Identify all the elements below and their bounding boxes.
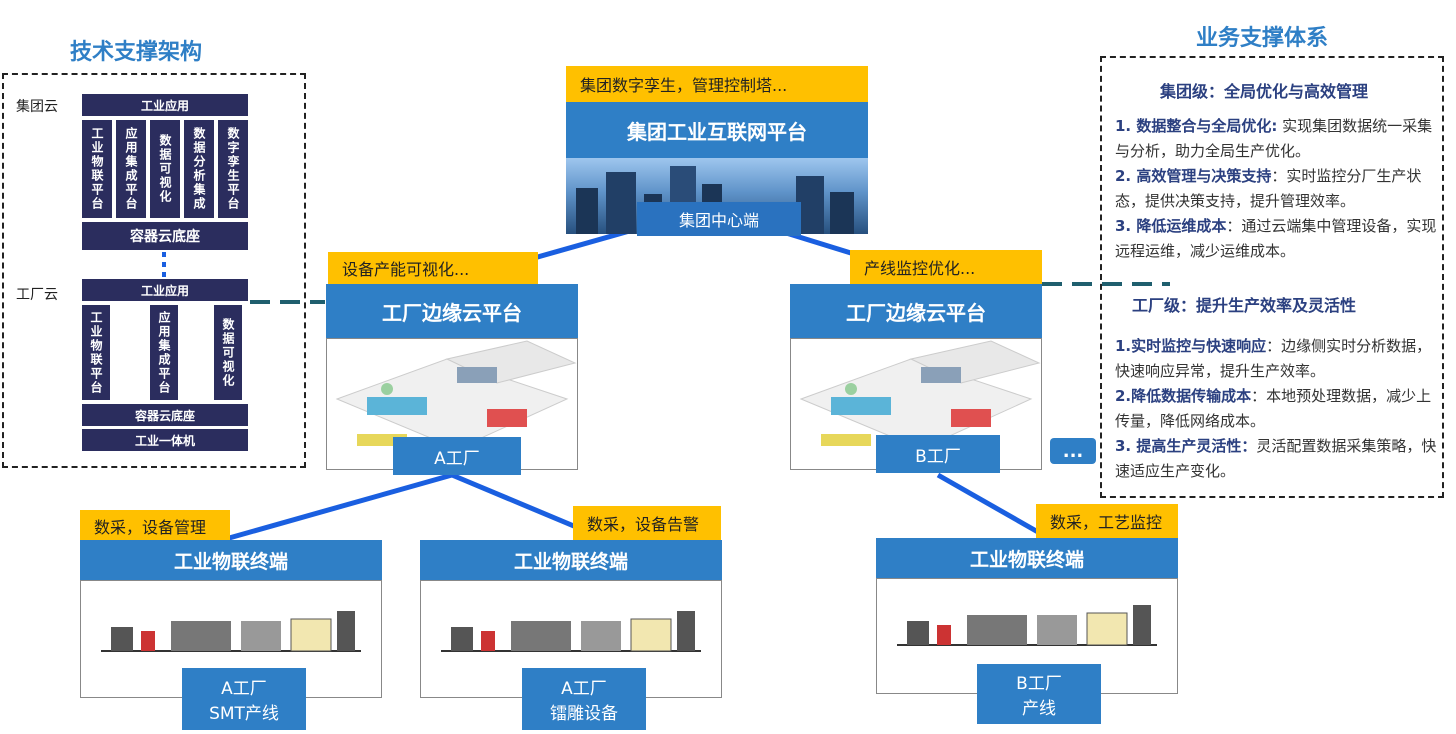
factory-item-1: 1.实时监控与快速响应：边缘侧实时分析数据，快速响应异常，提升生产效率。 — [1115, 334, 1437, 384]
factory-a-tag: 设备产能可视化... — [328, 252, 538, 284]
group-col-data-analysis: 数据分析集成 — [184, 120, 214, 218]
factory-item-1-bold: 1.实时监控与快速响应 — [1115, 337, 1267, 355]
factory-col-app-integration: 应用集成平台 — [150, 305, 178, 400]
factory-b-label: B工厂 — [876, 435, 1000, 473]
group-platform-title: 集团工业互联网平台 — [566, 102, 868, 158]
tech-architecture-title: 技术支撑架构 — [70, 40, 203, 65]
link-factory-a-to-terminal-1 — [214, 472, 453, 545]
terminal-2-label: A工厂 镭雕设备 — [522, 668, 646, 730]
factory-col-iot-platform: 工业物联平台 — [82, 305, 110, 400]
factory-cloud-label: 工厂云 — [16, 287, 58, 303]
group-item-1-text: 实现集团数据统一采集与分析，助力全局生产优化。 — [1115, 117, 1433, 160]
terminal-3-title: 工业物联终端 — [876, 538, 1178, 578]
terminal-1-label-line1: A工厂 — [221, 679, 267, 699]
terminal-3-label-line2: 产线 — [1022, 699, 1056, 719]
factory-item-1-text: ：边缘侧实时分析数据，快速响应异常，提升生产效率。 — [1115, 337, 1432, 380]
group-cloud-label: 集团云 — [16, 99, 58, 115]
factory-item-2: 2.降低数据传输成本：本地预处理数据，减少上传量，降低网络成本。 — [1115, 384, 1437, 434]
business-system-title: 业务支撑体系 — [1196, 26, 1329, 51]
group-item-3: 3. 降低运维成本：通过云端集中管理设备，实现远程运维，减少运维成本。 — [1115, 214, 1437, 264]
more-factories-button[interactable]: ... — [1050, 438, 1096, 464]
factory-industrial-pc: 工业一体机 — [82, 429, 248, 451]
factory-level-list: 1.实时监控与快速响应：边缘侧实时分析数据，快速响应异常，提升生产效率。 2.降… — [1115, 334, 1437, 484]
factory-b-platform-title: 工厂边缘云平台 — [790, 284, 1042, 338]
factory-item-3: 3. 提高生产灵活性：灵活配置数据采集策略，快速适应生产变化。 — [1115, 434, 1437, 484]
group-col-digital-twin: 数字孪生平台 — [218, 120, 248, 218]
group-industrial-app: 工业应用 — [82, 94, 248, 116]
tech-architecture-panel — [2, 73, 306, 468]
terminal-3-label-line1: B工厂 — [1016, 674, 1062, 694]
terminal-3-label: B工厂 产线 — [977, 664, 1101, 724]
factory-item-2-text: ：本地预处理数据，减少上传量，降低网络成本。 — [1115, 387, 1432, 430]
factory-industrial-app: 工业应用 — [82, 279, 248, 301]
factory-a-platform-title: 工厂边缘云平台 — [326, 284, 578, 338]
terminal-1-label: A工厂 SMT产线 — [182, 668, 306, 730]
terminal-3-tag: 数采，工艺监控 — [1036, 504, 1178, 538]
group-platform-tag: 集团数字孪生，管理控制塔... — [566, 66, 868, 102]
terminal-3-line-image — [876, 578, 1178, 694]
group-item-2: 2. 高效管理与决策支持：实时监控分厂生产状态，提供决策支持，提升管理效率。 — [1115, 164, 1437, 214]
link-factory-b-to-terminal-3 — [936, 472, 1054, 543]
group-item-2-bold: 2. 高效管理与决策支持 — [1115, 167, 1272, 185]
factory-item-3-text: 灵活配置数据采集策略，快速适应生产变化。 — [1115, 437, 1437, 480]
terminal-2-label-line2: 镭雕设备 — [550, 704, 618, 724]
terminal-2-tag: 数采，设备告警 — [573, 506, 721, 540]
group-container-base: 容器云底座 — [82, 222, 248, 250]
factory-container-base: 容器云底座 — [82, 404, 248, 426]
terminal-2-title: 工业物联终端 — [420, 540, 722, 580]
group-item-3-text: ：通过云端集中管理设备，实现远程运维，减少运维成本。 — [1115, 217, 1437, 260]
group-col-app-integration: 应用集成平台 — [116, 120, 146, 218]
group-item-3-bold: 3. 降低运维成本 — [1115, 217, 1227, 235]
factory-level-heading: 工厂级：提升生产效率及灵活性 — [1132, 296, 1357, 315]
group-center-label: 集团中心端 — [637, 202, 801, 236]
group-level-list: 1. 数据整合与全局优化: 实现集团数据统一采集与分析，助力全局生产优化。 2.… — [1115, 114, 1437, 264]
factory-col-data-visualization: 数据可视化 — [214, 305, 242, 400]
group-col-iot-platform: 工业物联平台 — [82, 120, 112, 218]
factory-b-tag: 产线监控优化... — [850, 250, 1042, 284]
group-item-2-text: ：实时监控分厂生产状态，提供决策支持，提升管理效率。 — [1115, 167, 1422, 210]
group-level-heading: 集团级：全局优化与高效管理 — [1160, 82, 1369, 101]
terminal-1-tag: 数采，设备管理 — [80, 510, 230, 542]
group-item-1-bold: 1. 数据整合与全局优化: — [1115, 117, 1278, 135]
factory-a-label: A工厂 — [393, 437, 521, 475]
group-col-data-visualization: 数据可视化 — [150, 120, 180, 218]
terminal-2-label-line1: A工厂 — [561, 679, 607, 699]
group-item-1: 1. 数据整合与全局优化: 实现集团数据统一采集与分析，助力全局生产优化。 — [1115, 114, 1437, 164]
factory-item-3-bold: 3. 提高生产灵活性： — [1115, 437, 1257, 455]
terminal-1-label-line2: SMT产线 — [209, 704, 279, 724]
business-system-panel — [1100, 56, 1444, 498]
terminal-1-title: 工业物联终端 — [80, 540, 382, 580]
factory-item-2-bold: 2.降低数据传输成本 — [1115, 387, 1252, 405]
